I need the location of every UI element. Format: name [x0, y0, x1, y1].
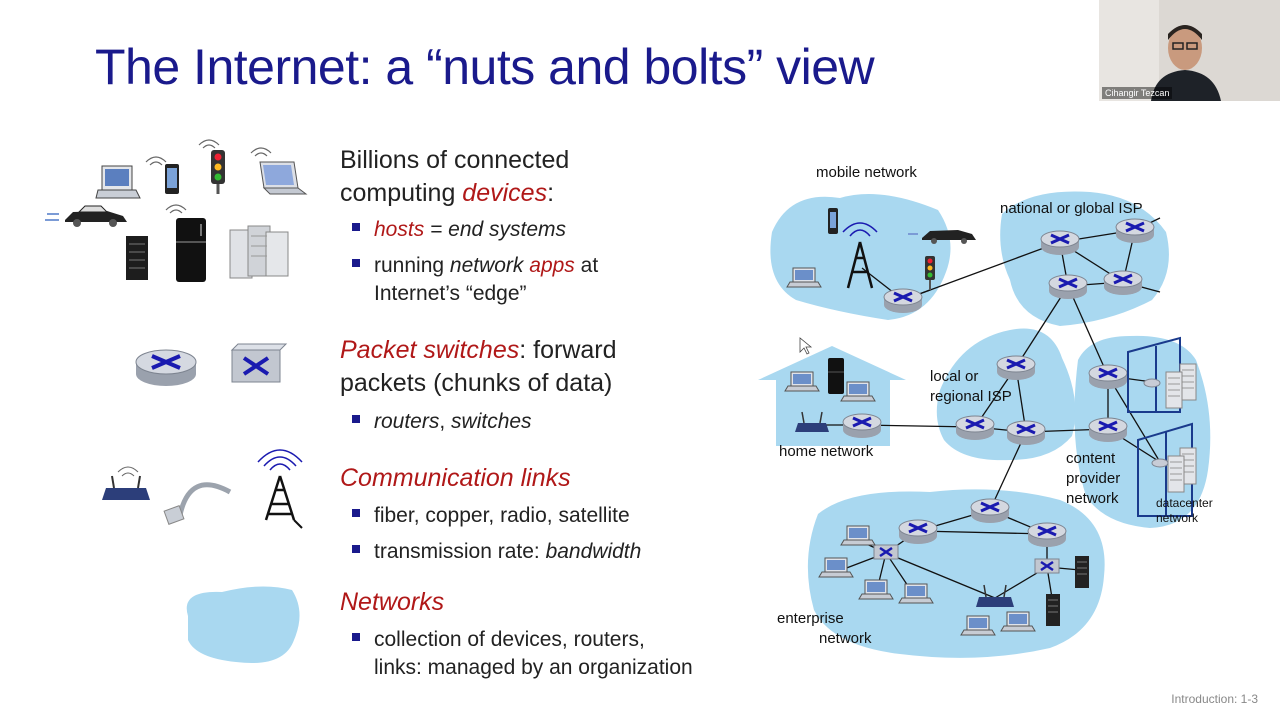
presenter-avatar: [1099, 0, 1280, 101]
bullet-routers: routers, switches: [352, 408, 532, 436]
bullet-marker: [352, 545, 360, 554]
smartphone-icon: [828, 208, 838, 234]
presenter-name: Cihangir Tezcan: [1102, 87, 1173, 99]
label-national-isp: national or global ISP: [1000, 200, 1143, 217]
router-icon: [1102, 269, 1144, 297]
server-icon: [229, 225, 289, 279]
router-icon: [1087, 416, 1129, 444]
bullet-marker: [352, 223, 360, 232]
router-icon: [1005, 419, 1047, 447]
router-icon: [1151, 458, 1169, 468]
network-cloud-icon: [186, 586, 300, 664]
bullet-collection: collection of devices, routers,links: ma…: [352, 626, 693, 682]
smartphone-icon: [165, 164, 179, 194]
datacenter-building: [1127, 336, 1193, 517]
devices-heading: Billions of connected computing devices:: [340, 144, 569, 210]
internet-diagram: [758, 191, 1211, 658]
router-icon: [1143, 378, 1161, 388]
switch-icon: [1034, 558, 1060, 574]
router-icon: [1047, 273, 1089, 301]
router-icon: [841, 412, 883, 440]
fridge-icon: [176, 218, 206, 282]
traffic-light-icon: [925, 256, 935, 290]
label-enterprise: enterprise network: [777, 610, 872, 647]
links-heading: Communication links: [340, 464, 571, 492]
server-icon: [1074, 555, 1090, 589]
switch-icon: [873, 544, 899, 560]
slide-footer: Introduction: 1-3: [1171, 692, 1258, 706]
router-icon: [969, 497, 1011, 525]
router-icon: [1039, 229, 1081, 257]
bullet-media: fiber, copper, radio, satellite: [352, 502, 630, 530]
label-home-network: home network: [779, 443, 874, 460]
fridge-icon: [828, 358, 844, 394]
server-icon: [1045, 593, 1061, 627]
router-icon: [882, 287, 924, 315]
devices-heading-line2: computing devices:: [340, 179, 555, 207]
server-icon: [1167, 455, 1185, 493]
switches-heading-line2: packets (chunks of data): [340, 369, 613, 397]
label-content-provider: content provider network: [1066, 450, 1121, 507]
label-local-isp: local or regional ISP: [930, 368, 1012, 405]
bullet-marker: [352, 633, 360, 642]
ethernet-cable-icon: [163, 482, 232, 525]
server-icon: [126, 236, 148, 280]
wifi-router-icon: [102, 466, 150, 500]
switches-heading-line1: Packet switches: forward: [340, 336, 617, 364]
cell-tower-icon: [257, 449, 303, 529]
switches-heading: Packet switches: forward packets (chunks…: [340, 334, 617, 400]
label-datacenter: datacenter network: [1156, 496, 1213, 525]
networks-heading: Networks: [340, 588, 445, 616]
bullet-marker: [352, 259, 360, 268]
slide-title: The Internet: a “nuts and bolts” view: [95, 39, 875, 95]
wifi-router-icon: [976, 584, 1014, 607]
bullet-hosts: hosts = end systems: [352, 216, 566, 244]
bullet-bandwidth: transmission rate: bandwidth: [352, 538, 641, 566]
wifi-router-icon: [795, 411, 829, 432]
router-icon: [1087, 363, 1129, 391]
devices-heading-line1: Billions of connected: [340, 146, 570, 174]
car-icon: [45, 205, 127, 227]
traffic-light-icon: [211, 150, 225, 194]
router-icon: [897, 518, 939, 546]
car-icon: [908, 230, 976, 244]
laptop-icon: [95, 165, 141, 199]
cell-tower-icon: [842, 222, 878, 289]
server-icon: [1165, 371, 1183, 409]
mouse-cursor: [799, 337, 813, 355]
router-icon: [1114, 217, 1156, 245]
router-icon: [954, 414, 996, 442]
webcam-video: Cihangir Tezcan: [1099, 0, 1280, 101]
router-icon: [135, 349, 197, 386]
router-icon: [1026, 521, 1068, 549]
bullet-marker: [352, 509, 360, 518]
laptop-icon: [259, 161, 308, 195]
switch-icon: [230, 343, 288, 383]
bullet-marker: [352, 415, 360, 424]
label-mobile-network: mobile network: [816, 164, 917, 181]
